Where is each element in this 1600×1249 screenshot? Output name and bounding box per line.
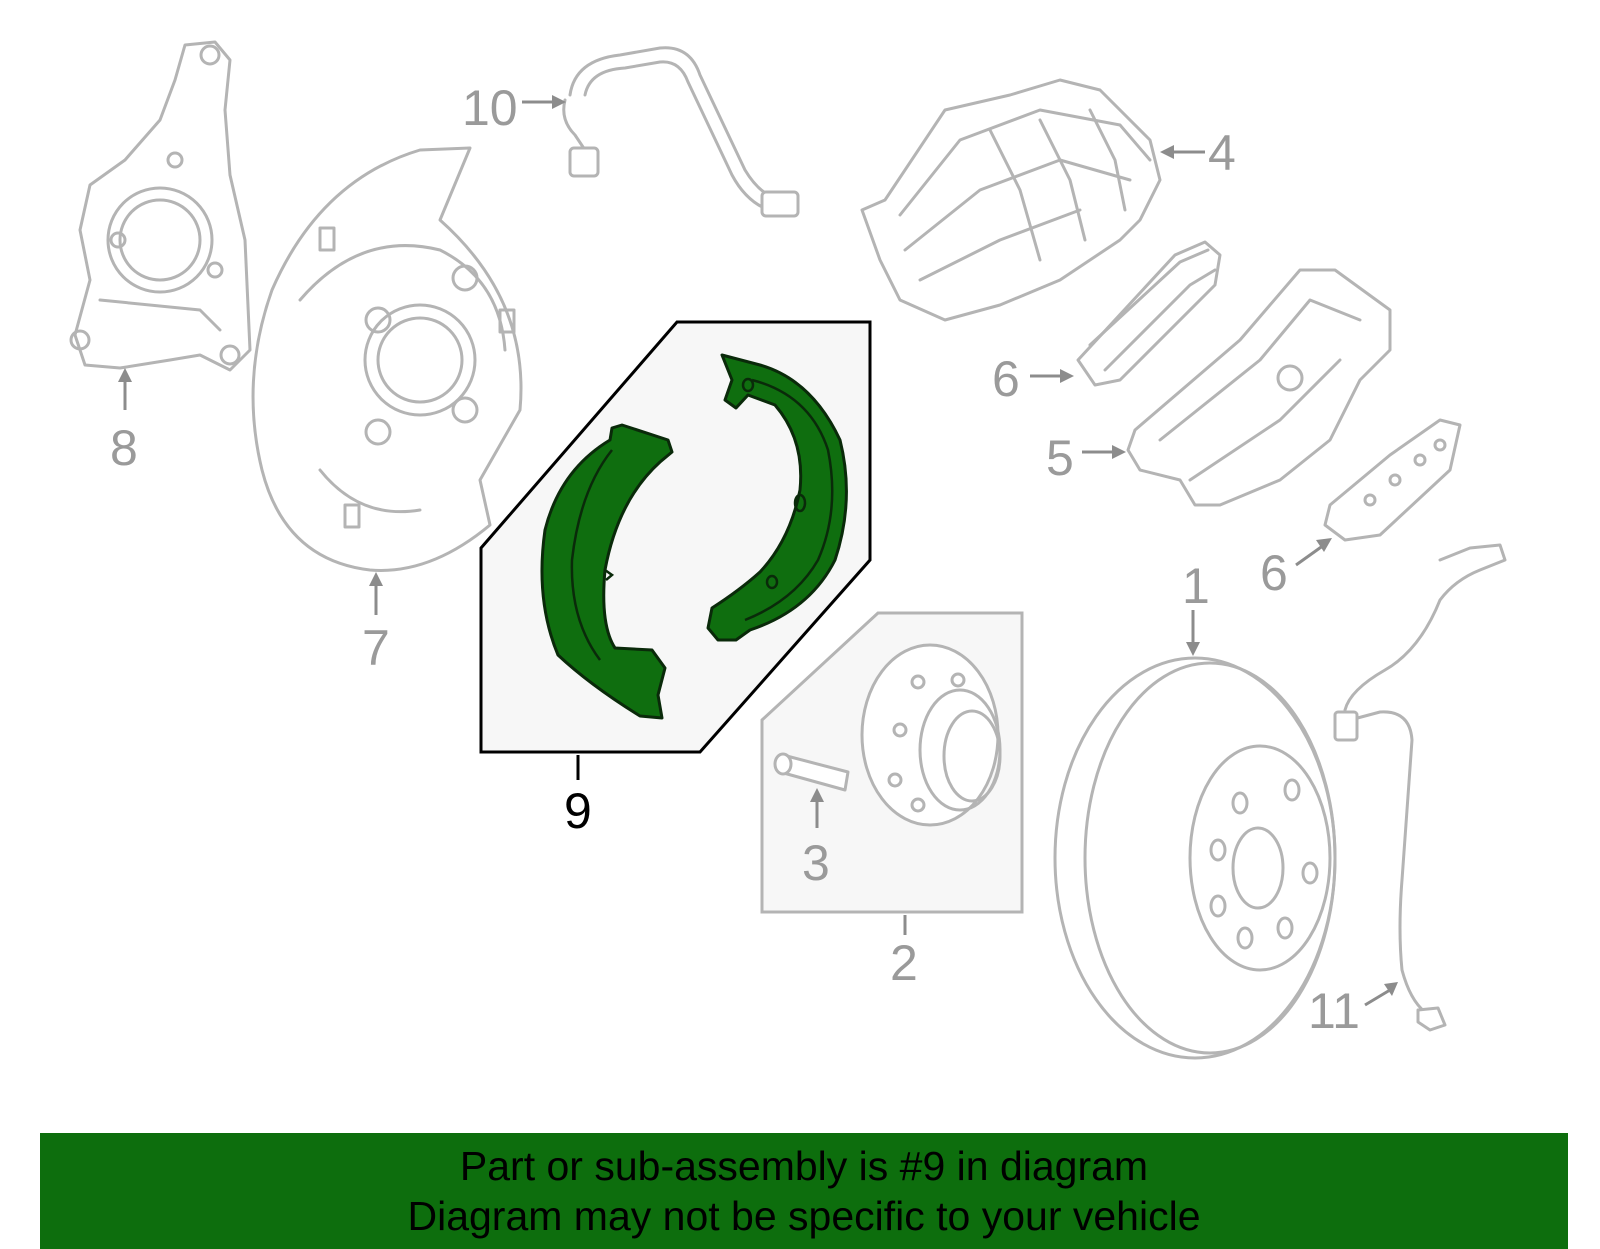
- part-8-knuckle: [69, 40, 252, 372]
- callout-labels: 1 2 3 4 5 6 6 7 8 9 10 11: [110, 80, 1360, 1039]
- part-5-bracket: [1126, 268, 1392, 507]
- part-4-caliper: [860, 78, 1162, 322]
- banner-line-1: Part or sub-assembly is #9 in diagram: [459, 1143, 1149, 1189]
- part-6-pad-lower: [1323, 418, 1462, 542]
- banner-line-2: Diagram may not be specific to your vehi…: [407, 1193, 1201, 1239]
- callout-1: 1: [1182, 558, 1210, 614]
- callout-8: 8: [110, 420, 138, 476]
- callout-11: 11: [1308, 983, 1360, 1039]
- callout-3: 3: [802, 835, 830, 891]
- leader-lines: [118, 95, 1398, 1007]
- callout-9: 9: [564, 783, 592, 839]
- part-11-sensor: [1333, 543, 1507, 1032]
- callout-6-upper: 6: [992, 351, 1020, 407]
- callout-6-lower: 6: [1260, 545, 1288, 601]
- part-2-hub-box: [760, 611, 1024, 914]
- callout-2: 2: [890, 935, 918, 991]
- part-9-parking-brake-shoes[interactable]: [540, 353, 848, 720]
- info-banner: Part or sub-assembly is #9 in diagram Di…: [40, 1133, 1568, 1249]
- callout-10: 10: [462, 80, 518, 136]
- part-6-pad-upper: [1076, 240, 1222, 387]
- part-7-dust-shield: [251, 146, 523, 572]
- callout-7: 7: [362, 620, 390, 676]
- part-1-rotor: [1053, 656, 1337, 1060]
- callout-4: 4: [1208, 125, 1236, 181]
- callout-5: 5: [1046, 430, 1074, 486]
- brake-shoe-right[interactable]: [706, 353, 848, 642]
- part-10-hose: [562, 46, 800, 218]
- brake-shoe-left[interactable]: [540, 423, 674, 720]
